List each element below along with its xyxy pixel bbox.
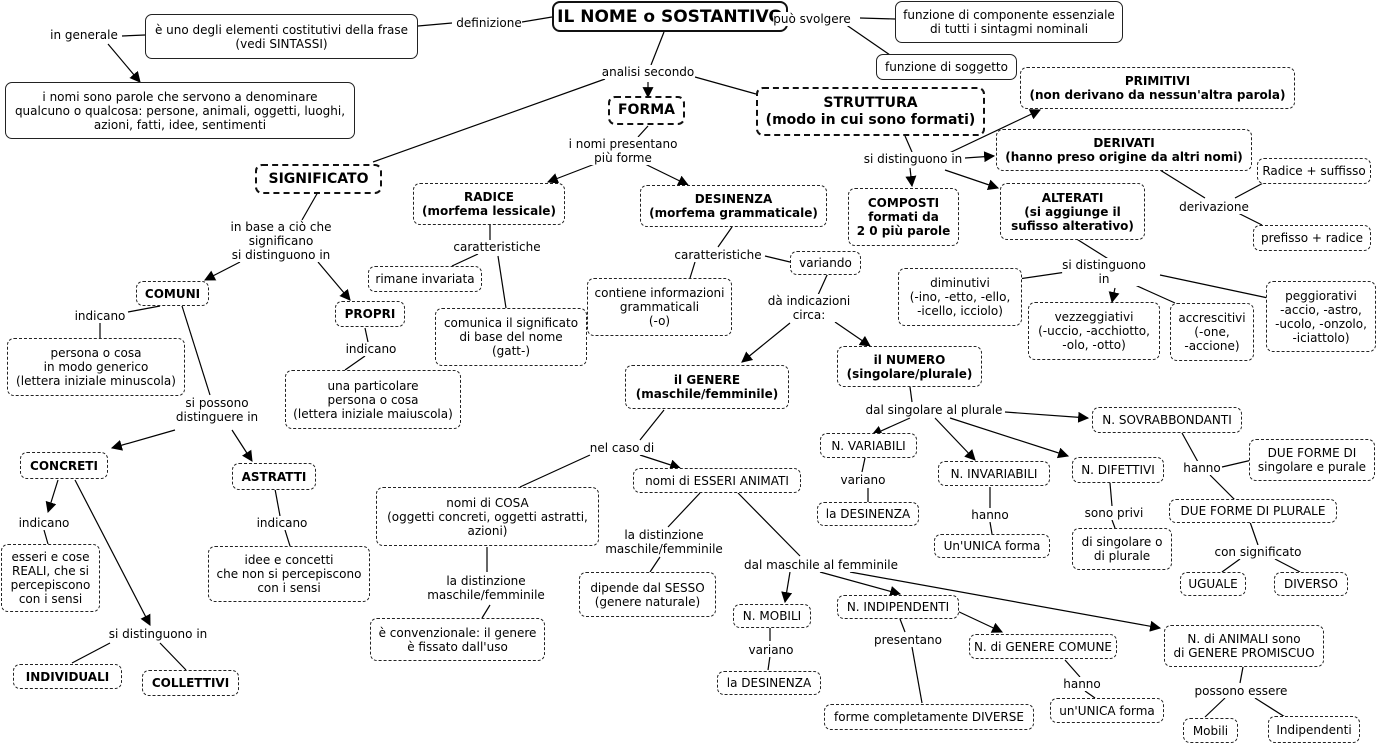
radice-suffisso-node[interactable]: Radice + suffisso: [1257, 158, 1371, 184]
label-da-indicazioni: dà indicazioni circa:: [767, 294, 851, 322]
unica-forma-2-node[interactable]: un'UNICA forma: [1050, 698, 1164, 723]
due-forme-plurale-node[interactable]: DUE FORME DI PLURALE: [1169, 499, 1337, 523]
diminutivi-node[interactable]: diminutivi (-ino, -etto, -ello, -icello,…: [898, 268, 1022, 326]
nomi-esseri-node[interactable]: nomi di ESSERI ANIMATI: [633, 468, 801, 493]
alterati-node[interactable]: ALTERATI (si aggiunge il sufisso alterat…: [1000, 183, 1145, 240]
variando-node[interactable]: variando: [790, 251, 861, 275]
n-promiscuo-node[interactable]: N. di ANIMALI sono di GENERE PROMISCUO: [1164, 625, 1324, 667]
definition-node[interactable]: è uno degli elementi costitutivi della f…: [145, 14, 418, 59]
unica-forma-1-node[interactable]: Un'UNICA forma: [934, 534, 1050, 558]
diverso-node[interactable]: DIVERSO: [1274, 572, 1348, 596]
label-presentano-2: presentano: [874, 633, 942, 647]
label-distinguono-2: si distinguono in: [1062, 258, 1146, 286]
derivati-node[interactable]: DERIVATI (hanno preso origine da altri n…: [996, 129, 1252, 171]
persona-cosa-generico-node[interactable]: persona o cosa in modo generico (lettera…: [7, 338, 185, 396]
label-caratteristiche-1: caratteristiche: [453, 240, 541, 254]
primitivi-node[interactable]: PRIMITIVI (non derivano da nessun'altra …: [1020, 67, 1295, 109]
label-presentano: i nomi presentano più forme: [568, 137, 678, 165]
label-con-significato: con significato: [1214, 545, 1302, 559]
forma-node[interactable]: FORMA: [608, 96, 685, 125]
label-dal-singolare: dal singolare al plurale: [865, 403, 1003, 417]
n-variabili-node[interactable]: N. VARIABILI: [820, 433, 917, 458]
significato-node[interactable]: SIGNIFICATO: [255, 164, 382, 194]
astratti-node[interactable]: ASTRATTI: [232, 463, 316, 490]
label-indicano-1: indicano: [74, 309, 126, 323]
label-distinguono-1: si distinguono in: [863, 152, 963, 166]
label-base-cio: in base a ciò che significano si disting…: [230, 220, 332, 262]
label-derivazione: derivazione: [1179, 200, 1249, 214]
label-dist-in: si distinguono in: [108, 627, 208, 641]
radice-node[interactable]: RADICE (morfema lessicale): [413, 183, 565, 225]
comunica-node[interactable]: comunica il significato di base del nome…: [435, 308, 587, 366]
genere-node[interactable]: il GENERE (maschile/femminile): [625, 365, 789, 409]
particolare-persona-node[interactable]: una particolare persona o cosa (lettera …: [285, 370, 461, 429]
label-variano-1: variano: [840, 473, 886, 487]
title-node[interactable]: IL NOME o SOSTANTIVO: [552, 1, 788, 32]
label-definizione: definizione: [456, 16, 522, 30]
label-variano-2: variano: [748, 643, 794, 657]
label-dal-maschile: dal maschile al femminile: [744, 558, 898, 572]
individuali-node[interactable]: INDIVIDUALI: [13, 664, 122, 689]
label-in-generale: in generale: [50, 28, 118, 42]
concreti-node[interactable]: CONCRETI: [20, 452, 108, 479]
desinenza-node[interactable]: DESINENZA (morfema grammaticale): [640, 185, 827, 227]
singolare-plurale-node[interactable]: di singolare o di plurale: [1072, 528, 1172, 570]
label-possono-essere: possono essere: [1194, 684, 1288, 698]
rimane-invariata-node[interactable]: rimane invariata: [368, 266, 482, 292]
label-indicano-2: indicano: [345, 342, 397, 356]
dipende-sesso-node[interactable]: dipende dal SESSO (genere naturale): [579, 572, 716, 617]
la-desinenza-2-node[interactable]: la DESINENZA: [717, 671, 821, 695]
idee-concetti-node[interactable]: idee e concetti che non si percepiscono …: [208, 546, 370, 602]
composti-node[interactable]: COMPOSTI formati da 2 0 più parole: [848, 188, 959, 246]
label-svolgere: può svolgere: [773, 12, 851, 26]
due-forme-singolare-node[interactable]: DUE FORME DI singolare e purale: [1249, 439, 1375, 481]
funzione-soggetto-node[interactable]: funzione di soggetto: [876, 54, 1017, 80]
label-distinzione-1: la distinzione maschile/femminile: [427, 574, 545, 602]
vezzeggiativi-node[interactable]: vezzeggiativi (-uccio, -acchiotto, -olo,…: [1028, 302, 1160, 360]
label-possono-distinguere: si possono distinguere in: [175, 396, 259, 424]
label-hanno-2: hanno: [1183, 461, 1221, 475]
indipendenti-node[interactable]: Indipendenti: [1268, 716, 1360, 743]
n-mobili-node[interactable]: N. MOBILI: [733, 604, 811, 628]
numero-node[interactable]: il NUMERO (singolare/plurale): [837, 346, 982, 387]
forme-diverse-node[interactable]: forme completamente DIVERSE: [824, 704, 1034, 730]
n-difettivi-node[interactable]: N. DIFETTIVI: [1072, 457, 1164, 483]
n-sovrabbondanti-node[interactable]: N. SOVRABBONDANTI: [1092, 407, 1242, 433]
convenzionale-node[interactable]: è convenzionale: il genere è fissato dal…: [370, 618, 545, 661]
accrescitivi-node[interactable]: accrescitivi (-one, -accione): [1170, 303, 1254, 361]
n-indipendenti-node[interactable]: N. INDIPENDENTI: [837, 595, 959, 619]
n-genere-comune-node[interactable]: N. di GENERE COMUNE: [969, 634, 1117, 659]
mobili-node[interactable]: Mobili: [1183, 718, 1238, 743]
prefisso-radice-node[interactable]: prefisso + radice: [1253, 225, 1371, 251]
comuni-node[interactable]: COMUNI: [136, 281, 209, 306]
nomi-parole-node[interactable]: i nomi sono parole che servono a denomin…: [5, 82, 355, 139]
funzione-componente-node[interactable]: funzione di componente essenziale di tut…: [895, 1, 1123, 43]
label-indicano-3: indicano: [18, 516, 70, 530]
esseri-cose-node[interactable]: esseri e cose REALI, che si percepiscono…: [1, 544, 100, 612]
label-sono-privi: sono privi: [1084, 506, 1144, 520]
uguale-node[interactable]: UGUALE: [1180, 572, 1246, 596]
label-hanno-1: hanno: [971, 508, 1009, 522]
collettivi-node[interactable]: COLLETTIVI: [142, 670, 239, 696]
n-invariabili-node[interactable]: N. INVARIABILI: [938, 461, 1050, 486]
label-indicano-4: indicano: [256, 516, 308, 530]
la-desinenza-1-node[interactable]: la DESINENZA: [817, 502, 919, 526]
contiene-node[interactable]: contiene informazioni grammaticali (-o): [587, 278, 732, 336]
label-distinzione-2: la distinzione maschile/femminile: [605, 528, 723, 556]
label-hanno-3: hanno: [1063, 677, 1101, 691]
nomi-cosa-node[interactable]: nomi di COSA (oggetti concreti, oggetti …: [376, 487, 599, 546]
peggiorativi-node[interactable]: peggiorativi -accio, -astro, -ucolo, -on…: [1266, 281, 1376, 352]
propri-node[interactable]: PROPRI: [335, 301, 405, 327]
label-caratteristiche-2: caratteristiche: [674, 248, 762, 262]
struttura-node[interactable]: STRUTTURA (modo in cui sono formati): [756, 87, 985, 136]
label-analisi: analisi secondo: [601, 65, 695, 79]
label-nel-caso: nel caso di: [589, 441, 655, 455]
